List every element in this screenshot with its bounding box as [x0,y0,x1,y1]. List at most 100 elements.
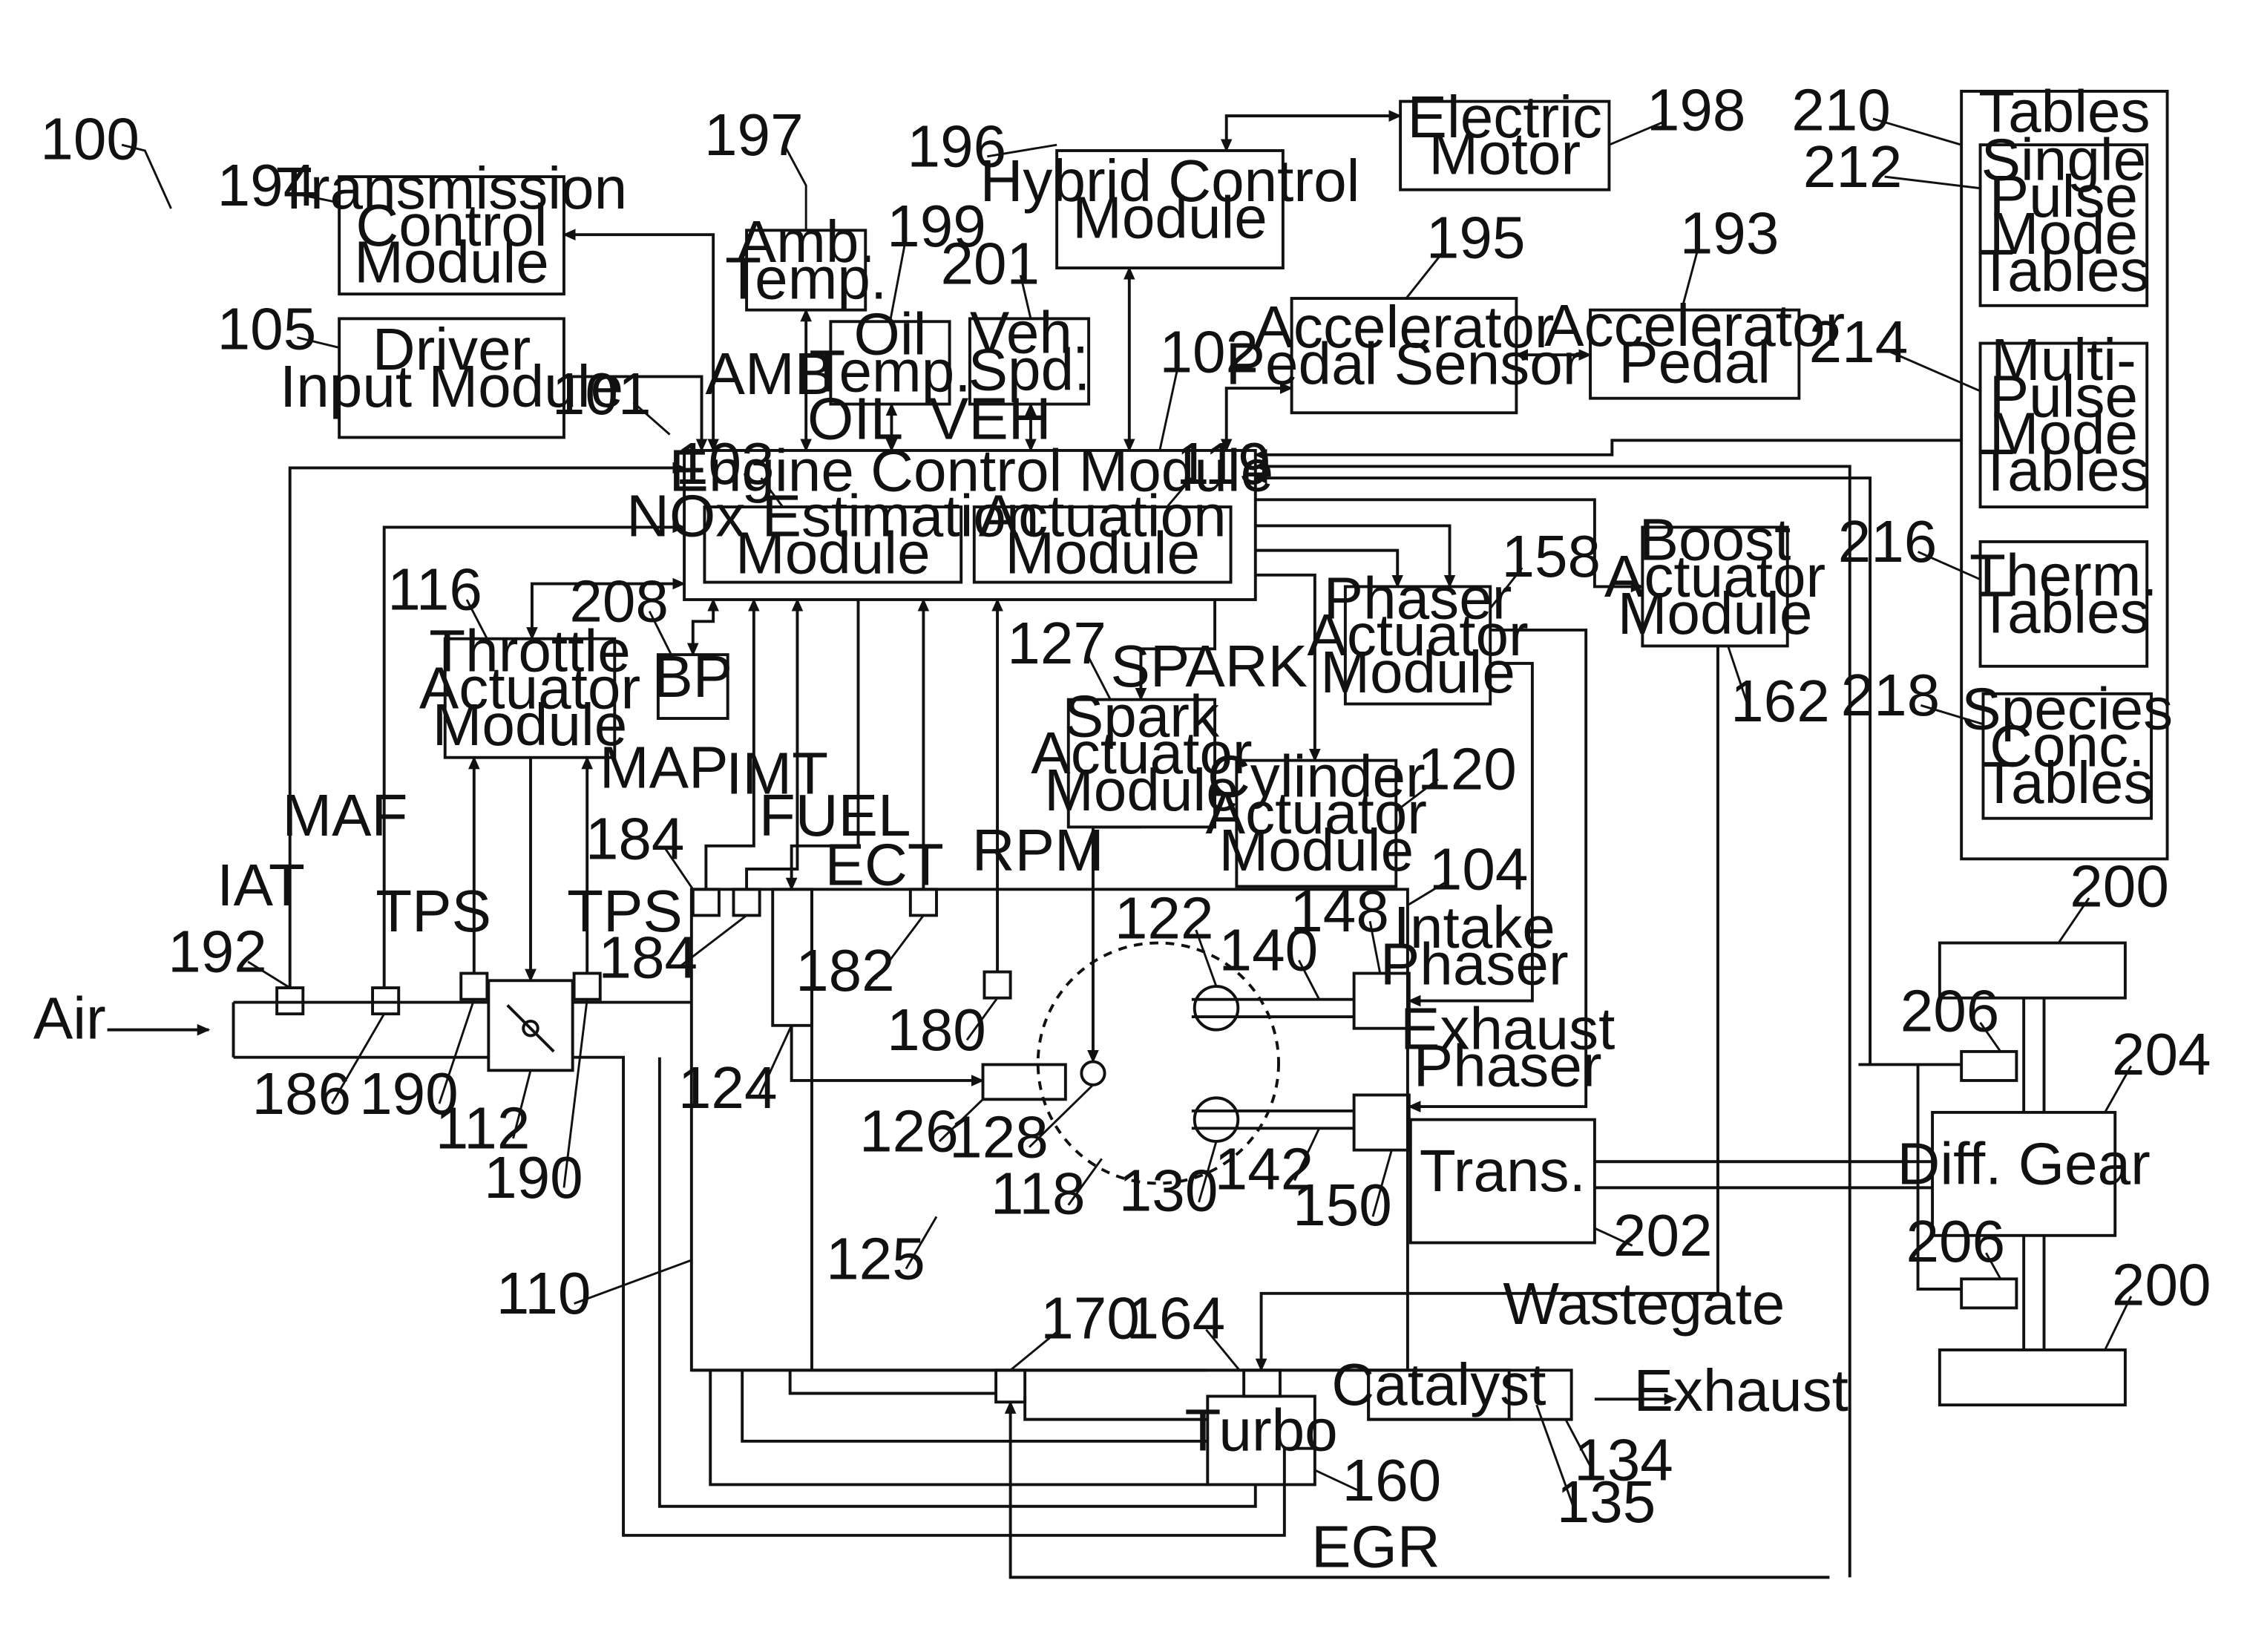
ref-catalyst-b: 135 [1557,1469,1656,1535]
diff-gear-box-label: Diff. Gear [1897,1131,2151,1197]
accel-pedal-box-label-line-2: Pedal [1618,330,1771,396]
ref-ecm-bus: 102 [1159,319,1259,385]
ref-accel-pedal: 193 [1680,200,1779,266]
pedal-sensor-box-label-line-2: Pedal Sensor [1226,331,1583,397]
ref-intake-valve: 122 [1115,885,1214,951]
ref-intake: 110 [496,1260,591,1326]
signal-exhaust: Exhaust [1634,1357,1849,1423]
ref-bp: 208 [569,568,669,634]
signal-oil: OIL [807,385,903,451]
ref-wss-bot: 206 [1906,1208,2006,1274]
boost-actuator-box-label-line-3: Module [1618,580,1813,646]
signal-spark: SPARK [1110,633,1308,699]
spark-plug [1081,1062,1104,1085]
tcm-box-label-line-3: Module [354,229,549,295]
ref-tps-b: 190 [484,1144,583,1210]
exhaust-phaser-actuator [1354,1095,1409,1150]
map-sensor [693,889,719,915]
throttle-body [488,980,572,1070]
turbo-box-label: Turbo [1184,1397,1337,1463]
tps-sensor-a [461,974,487,1000]
ref-act-ref: 119 [1176,430,1271,496]
ref-spark-actuator: 127 [1007,610,1106,676]
ref-hcm: 196 [908,113,1007,179]
tps-sensor-b [574,974,600,1000]
nox-module-box-label-line-2: Module [735,519,931,586]
intake-valve [1195,986,1239,1030]
signal-iat: IAT [217,852,305,918]
ref-egr-valve: 170 [1040,1285,1140,1351]
phaser-actuator-box-label-line-3: Module [1320,639,1515,705]
hybrid-control-box-label-line-2: Module [1072,185,1267,251]
species-tables-box-label-line-3: Tables [1981,750,2153,816]
signal-exhaust-phaser-line-2: Phaser [1414,1032,1602,1098]
ref-system: 100 [40,106,140,172]
exhaust-to-turbo [1025,1396,1207,1419]
ref-amb-temp: 197 [704,102,804,168]
ref-nox-ref: 103 [675,430,775,496]
single-pulse-tables-box-label-line-4: Tables [1978,237,2150,304]
imt-sensor [733,889,759,915]
throttle-actuator-box-label-line-3: Module [433,692,628,758]
ref-exhaust-phaser: 150 [1293,1172,1392,1238]
actuation-module-box-label-line-2: Module [1005,519,1200,586]
signal-intake-phaser-line-2: Phaser [1380,931,1569,997]
ref-boost-module: 162 [1731,668,1830,734]
ref-iat-sensor: 192 [168,919,267,985]
ref-throttle-actuator: 116 [387,557,482,623]
ref-wheel-bot: 200 [2112,1251,2211,1317]
ref-intake-leader [574,1260,692,1304]
wheel-bottom [1940,1350,2125,1405]
throttle-plate [508,1005,554,1051]
signal-maf: MAF [282,782,407,848]
catalyst-box-label: Catalyst [1331,1351,1546,1417]
egr-return-1 [710,1370,1207,1484]
ref-driver: 105 [217,295,317,361]
ref-tcm: 194 [217,152,317,218]
therm-tables-box-label-line-2: Tables [1978,579,2150,645]
ref-ect-sensor: 182 [796,937,895,1003]
ref-turbo: 160 [1342,1447,1442,1513]
electric-motor-box-label-line-2: Motor [1428,121,1581,187]
ref-manifold: 124 [678,1055,778,1121]
ref-imt-sensor: 184 [598,924,698,990]
wheel-speed-sensor-top [1961,1052,2016,1081]
ref-diff: 204 [2112,1021,2211,1087]
ref-veh-spd: 201 [940,231,1040,297]
ref-maf-sensor: 186 [252,1061,352,1127]
ref-multi-pulse: 214 [1809,309,1909,375]
ref-single-pulse: 212 [1803,134,1903,200]
ref-phaser-module: 158 [1501,523,1601,589]
signal-egr: EGR [1311,1514,1440,1580]
ref-trans: 202 [1613,1202,1713,1268]
transmission-box-label: Trans. [1420,1138,1586,1204]
ref-intake-phaser: 148 [1290,878,1389,944]
cylinder-actuator-box-label-line-3: Module [1218,817,1414,883]
hcm-motor-link [1227,116,1400,151]
egr-return-2 [742,1370,1207,1441]
ref-pedal-sensor: 195 [1426,204,1526,270]
ref-engine: 104 [1429,836,1529,902]
ref-wastegate-valve: 164 [1126,1285,1226,1351]
signal-air: Air [33,985,106,1051]
ref-injector: 126 [859,1098,959,1164]
ref-species: 218 [1841,662,1941,728]
ref-cyl-actuator: 120 [1417,736,1517,802]
tables-link [1256,440,1961,455]
ref-plenum: 125 [826,1225,925,1291]
ref-map-sensor: 184 [585,805,685,871]
ref-therm: 216 [1838,508,1938,574]
egr-valve [996,1370,1025,1402]
ref-motor: 198 [1647,77,1746,143]
signal-wastegate: Wastegate [1503,1271,1785,1337]
ref-exhaust-valve: 130 [1119,1158,1218,1224]
ref-wss-top: 206 [1900,978,2000,1044]
wheel-speed-sensor-bottom [1961,1279,2016,1308]
ref-ecm-ref: 101 [552,361,652,427]
ref-cylinder: 118 [991,1161,1086,1227]
wastegate-valve [1244,1370,1280,1396]
signal-ect: ECT [825,832,944,898]
exhaust-valve [1195,1098,1239,1141]
